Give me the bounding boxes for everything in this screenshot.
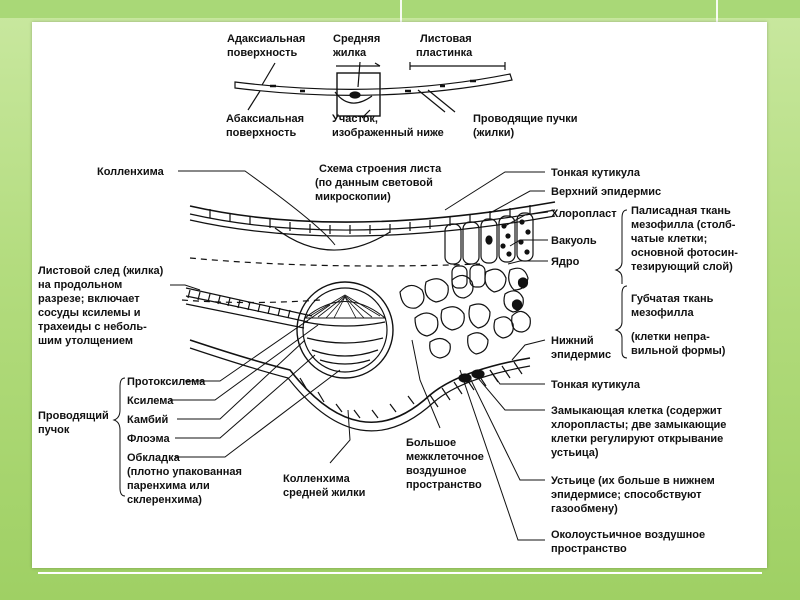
label-collenchyma: Колленхима xyxy=(97,166,165,178)
label-palisade-2: мезофилла (столб- xyxy=(631,219,736,231)
label-bundles-top-2: (жилки) xyxy=(473,127,514,139)
label-bundles-top-1: Проводящие пучки xyxy=(473,113,578,125)
leaf-overview-section xyxy=(234,61,513,119)
decorative-line xyxy=(38,572,762,574)
label-xylem: Ксилема xyxy=(127,395,174,407)
label-stoma-3: газообмену) xyxy=(551,503,618,515)
label-leaf-trace-1: Листовой след (жилка) xyxy=(38,265,164,277)
label-midrib-2: жилка xyxy=(332,47,367,59)
label-leaf-trace-2: на продольном xyxy=(38,279,122,291)
label-leaf-trace-5: трахеиды с неболь- xyxy=(38,321,147,333)
label-vacuole: Вакуоль xyxy=(551,235,597,247)
label-nucleus: Ядро xyxy=(551,256,580,268)
label-palisade-1: Палисадная ткань xyxy=(631,205,731,217)
label-thin-cuticle-bottom: Тонкая кутикула xyxy=(551,379,641,391)
label-adaxial-1: Адаксиальная xyxy=(227,33,305,45)
label-air-space-4: пространство xyxy=(406,479,482,491)
leader-lines xyxy=(112,170,628,541)
label-spongy-1: Губчатая ткань xyxy=(631,293,714,305)
label-leaf-trace-4: сосуды ксилемы и xyxy=(38,307,141,319)
label-air-space-1: Большое xyxy=(406,437,456,449)
label-palisade-4: основной фотосин- xyxy=(631,247,738,259)
label-region-2: изображенный ниже xyxy=(332,127,444,139)
label-guard-cell-1: Замыкающая клетка (содержит xyxy=(551,405,723,417)
label-midrib-1: Средняя xyxy=(333,33,380,45)
label-air-space-2: межклеточное xyxy=(406,451,484,463)
label-protoxylem: Протоксилема xyxy=(127,376,206,388)
label-air-space-3: воздушное xyxy=(406,465,467,477)
label-palisade-3: чатые клетки; xyxy=(631,233,707,245)
label-sheath-2: (плотно упакованная xyxy=(127,466,242,478)
label-region-1: Участок, xyxy=(332,113,378,125)
label-spongy-3: (клетки непра- xyxy=(631,331,710,343)
label-midrib-collenchyma-2: средней жилки xyxy=(283,487,365,499)
label-guard-cell-4: устьица) xyxy=(551,447,599,459)
label-lower-epidermis-1: Нижний xyxy=(551,335,594,347)
leaf-cross-section xyxy=(112,170,628,541)
label-blade-2: пластинка xyxy=(416,47,473,59)
label-spongy-2: мезофилла xyxy=(631,307,695,319)
label-abaxial-1: Абаксиальная xyxy=(226,113,304,125)
label-thin-cuticle-top: Тонкая кутикула xyxy=(551,167,641,179)
label-midrib-collenchyma-1: Колленхима xyxy=(283,473,351,485)
label-sheath-4: склеренхима) xyxy=(127,494,202,506)
label-cambium: Камбий xyxy=(127,414,168,426)
label-stoma-1: Устьице (их больше в нижнем xyxy=(551,475,715,487)
label-lower-epidermis-2: эпидермис xyxy=(551,349,611,361)
label-upper-epidermis: Верхний эпидермис xyxy=(551,186,661,198)
label-adaxial-2: поверхность xyxy=(227,47,298,59)
label-abaxial-2: поверхность xyxy=(226,127,297,139)
label-phloem: Флоэма xyxy=(127,433,170,445)
label-sheath-1: Обкладка xyxy=(127,452,181,464)
label-blade-1: Листовая xyxy=(420,33,472,45)
label-scheme-3: микроскопии) xyxy=(315,191,391,203)
diagram-labels: Адаксиальная поверхность Средняя жилка Л… xyxy=(38,33,738,555)
label-scheme-1: Схема строения листа xyxy=(319,163,442,175)
label-guard-cell-3: клетки регулируют открывание xyxy=(551,433,723,445)
label-palisade-5: тезирующий слой) xyxy=(631,261,733,273)
label-substomatal-2: пространство xyxy=(551,543,627,555)
label-bundle-1: Проводящий xyxy=(38,410,109,422)
label-sheath-3: паренхима или xyxy=(127,480,210,492)
label-leaf-trace-3: разрезе; включает xyxy=(38,293,140,305)
label-chloroplast: Хлоропласт xyxy=(551,208,617,220)
label-stoma-2: эпидермисе; способствуют xyxy=(551,489,702,501)
label-bundle-2: пучок xyxy=(38,424,70,436)
label-leaf-trace-6: шим утолщением xyxy=(38,335,133,347)
label-spongy-4: вильной формы) xyxy=(631,345,726,357)
decorative-line xyxy=(716,0,718,22)
slide-content xyxy=(32,22,767,568)
label-scheme-2: (по данным световой xyxy=(315,177,433,189)
label-guard-cell-2: хлоропласты; две замыкающие xyxy=(551,419,726,431)
label-substomatal-1: Околоустьичное воздушное xyxy=(551,529,705,541)
decorative-line xyxy=(400,0,402,22)
